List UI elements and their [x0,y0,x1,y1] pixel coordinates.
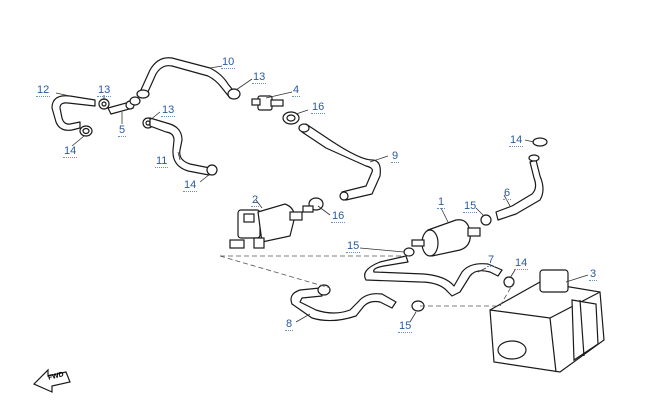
hose-6 [495,159,544,221]
callout-15: 15 [346,240,361,253]
callout-2: 2 [251,194,260,207]
callout-14: 14 [63,145,78,158]
callout-16: 16 [311,101,326,114]
callout-15: 15 [463,200,478,213]
filter-1 [411,219,481,257]
callout-3: 3 [589,268,598,281]
hose-7 [364,255,503,297]
callout-5: 5 [118,124,127,137]
clamp-10 [136,89,150,99]
forward-arrow-icon [32,368,71,393]
callout-15: 15 [398,320,413,333]
callout-13: 13 [97,84,112,97]
callout-13: 13 [161,104,176,117]
callout-9: 9 [391,150,400,163]
callout-8: 8 [285,318,294,331]
callout-14: 14 [514,257,529,270]
callout-4: 4 [292,84,301,97]
hose-12 [51,95,96,131]
callout-1: 1 [437,196,446,209]
callout-13: 13 [252,71,267,84]
callout-11: 11 [155,155,169,168]
callout-10: 10 [221,56,236,69]
hose-8 [290,287,397,322]
hose-9 [301,123,381,201]
clamp-15-c [317,284,331,296]
clamp-15-b [403,247,415,257]
valve-2 [229,203,303,249]
canister-3 [489,269,605,373]
clamp-14-b [206,164,218,176]
callout-6: 6 [503,187,512,200]
callout-12: 12 [36,84,51,97]
clamp-13-d [227,88,241,100]
callout-14: 14 [509,134,524,147]
clamp-14-d [503,276,515,288]
clamp-13-b [129,96,141,106]
callout-16: 16 [331,210,346,223]
clamp-14-c [532,137,548,147]
clamp-15-a [480,214,492,226]
callout-7: 7 [487,254,496,267]
callout-14: 14 [183,179,198,192]
